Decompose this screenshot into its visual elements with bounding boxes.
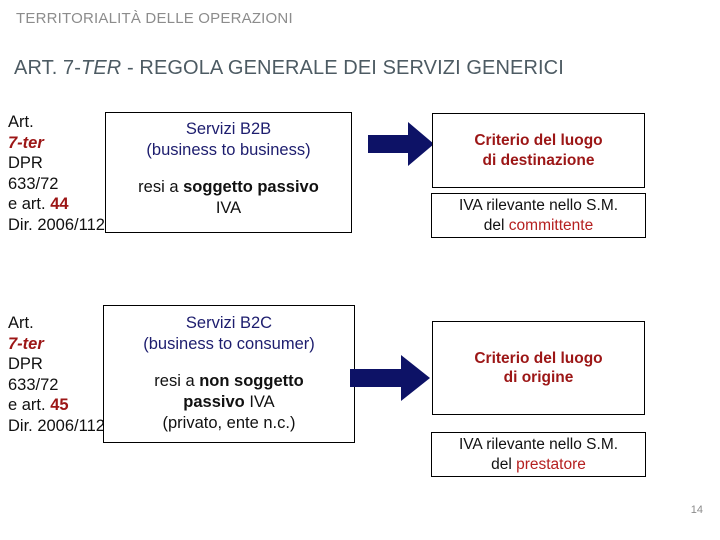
service-b2b-body: resi a soggetto passivo IVA: [106, 177, 351, 219]
arrow-right-b2b: [368, 122, 434, 166]
caption-line-dpr: DPR: [8, 154, 43, 172]
iva-box-committente: IVA rilevante nello S.M. del committente: [431, 193, 646, 238]
caption-line-number: 633/72: [8, 174, 59, 193]
subtitle-part-italic: TER: [81, 57, 122, 79]
service-b2b-heading-line1: Servizi B2B: [185, 120, 272, 138]
iva-committente-text: IVA rilevante nello S.M. del committente: [459, 196, 618, 235]
criterion-origine-line2: di origine: [503, 369, 574, 386]
service-b2c-note: (privato, ente n.c.): [162, 414, 296, 432]
service-b2b-heading: Servizi B2B (business to business): [106, 119, 351, 161]
iva-committente-line1: IVA rilevante nello S.M.: [458, 197, 619, 214]
caption2-eart-prefix: e art.: [8, 396, 51, 414]
iva-committente-prefix: del: [483, 216, 509, 234]
caption-line-article-ref: 7-ter: [8, 133, 44, 152]
service-b2c-body-prefix: resi a: [154, 372, 200, 390]
iva-prestatore-accent: prestatore: [516, 455, 586, 473]
service-b2b-heading-line2: (business to business): [146, 141, 311, 159]
caption2-line-eart: e art. 45: [8, 395, 105, 416]
service-b2c-body-line2: passivo IVA: [104, 392, 354, 413]
service-box-b2b: Servizi B2B (business to business) resi …: [105, 112, 352, 233]
iva-committente-accent: committente: [508, 216, 594, 234]
slide-subtitle: ART. 7-TER - REGOLA GENERALE DEI SERVIZI…: [14, 57, 564, 80]
service-b2b-body-line2: IVA: [215, 199, 242, 217]
iva-prestatore-line1: IVA rilevante nello S.M.: [458, 436, 619, 453]
caption-eart-prefix: e art.: [8, 195, 51, 213]
service-b2c-body-line1: resi a non soggetto: [104, 371, 354, 392]
caption-b2b: Art. 7-ter DPR 633/72 e art. 44 Dir. 200…: [8, 112, 105, 235]
caption2-line-directive: Dir. 2006/112: [8, 416, 105, 435]
criterion-box-destinazione: Criterio del luogo di destinazione: [432, 113, 645, 188]
caption-eart-number: 44: [50, 195, 69, 213]
caption2-line-art: Art.: [8, 314, 34, 332]
iva-committente-line2: del committente: [459, 216, 618, 236]
page-number: 14: [690, 504, 703, 516]
caption-line-eart: e art. 44: [8, 194, 105, 215]
caption2-eart-number: 45: [50, 396, 69, 414]
iva-prestatore-prefix: del: [491, 455, 517, 473]
service-b2c-heading-line1: Servizi B2C: [185, 314, 273, 332]
service-b2c-heading: Servizi B2C (business to consumer): [104, 313, 354, 355]
criterion-destinazione-line2: di destinazione: [482, 151, 595, 169]
caption2-line-dpr: DPR: [8, 355, 43, 373]
caption2-line-number: 633/72: [8, 375, 59, 394]
iva-prestatore-line2: del prestatore: [459, 455, 618, 475]
service-b2b-body-emphasis: soggetto passivo: [183, 178, 319, 196]
caption-line-directive: Dir. 2006/112: [8, 215, 105, 234]
iva-box-prestatore: IVA rilevante nello S.M. del prestatore: [431, 432, 646, 477]
arrow-right-b2c: [350, 355, 430, 401]
service-b2c-body-emphasis2: passivo: [183, 393, 245, 411]
service-b2c-heading-line2: (business to consumer): [143, 335, 315, 353]
criterion-destinazione-text: Criterio del luogo di destinazione: [474, 131, 602, 170]
service-b2c-body-suffix: IVA: [244, 393, 275, 411]
criterion-box-origine: Criterio del luogo di origine: [432, 321, 645, 415]
caption-line-art: Art.: [8, 113, 34, 131]
service-b2c-body-emphasis: non soggetto: [199, 372, 304, 390]
caption2-line-article-ref: 7-ter: [8, 334, 44, 353]
service-b2b-body-line1: resi a soggetto passivo: [106, 177, 351, 198]
iva-prestatore-text: IVA rilevante nello S.M. del prestatore: [459, 435, 618, 474]
subtitle-part-post: - REGOLA GENERALE DEI SERVIZI GENERICI: [121, 57, 564, 79]
criterion-origine-text: Criterio del luogo di origine: [474, 349, 602, 388]
service-box-b2c: Servizi B2C (business to consumer) resi …: [103, 305, 355, 443]
criterion-origine-line1: Criterio del luogo: [474, 349, 603, 367]
caption-b2c: Art. 7-ter DPR 633/72 e art. 45 Dir. 200…: [8, 313, 105, 436]
criterion-destinazione-line1: Criterio del luogo: [474, 132, 603, 149]
subtitle-part-pre: ART. 7-: [14, 57, 82, 79]
service-b2c-body: resi a non soggetto passivo IVA: [104, 371, 354, 413]
slide-title: TERRITORIALITÀ DELLE OPERAZIONI: [16, 10, 293, 27]
slide-title-text: TERRITORIALITÀ DELLE OPERAZIONI: [16, 10, 293, 27]
service-b2b-body-prefix: resi a: [138, 178, 184, 196]
